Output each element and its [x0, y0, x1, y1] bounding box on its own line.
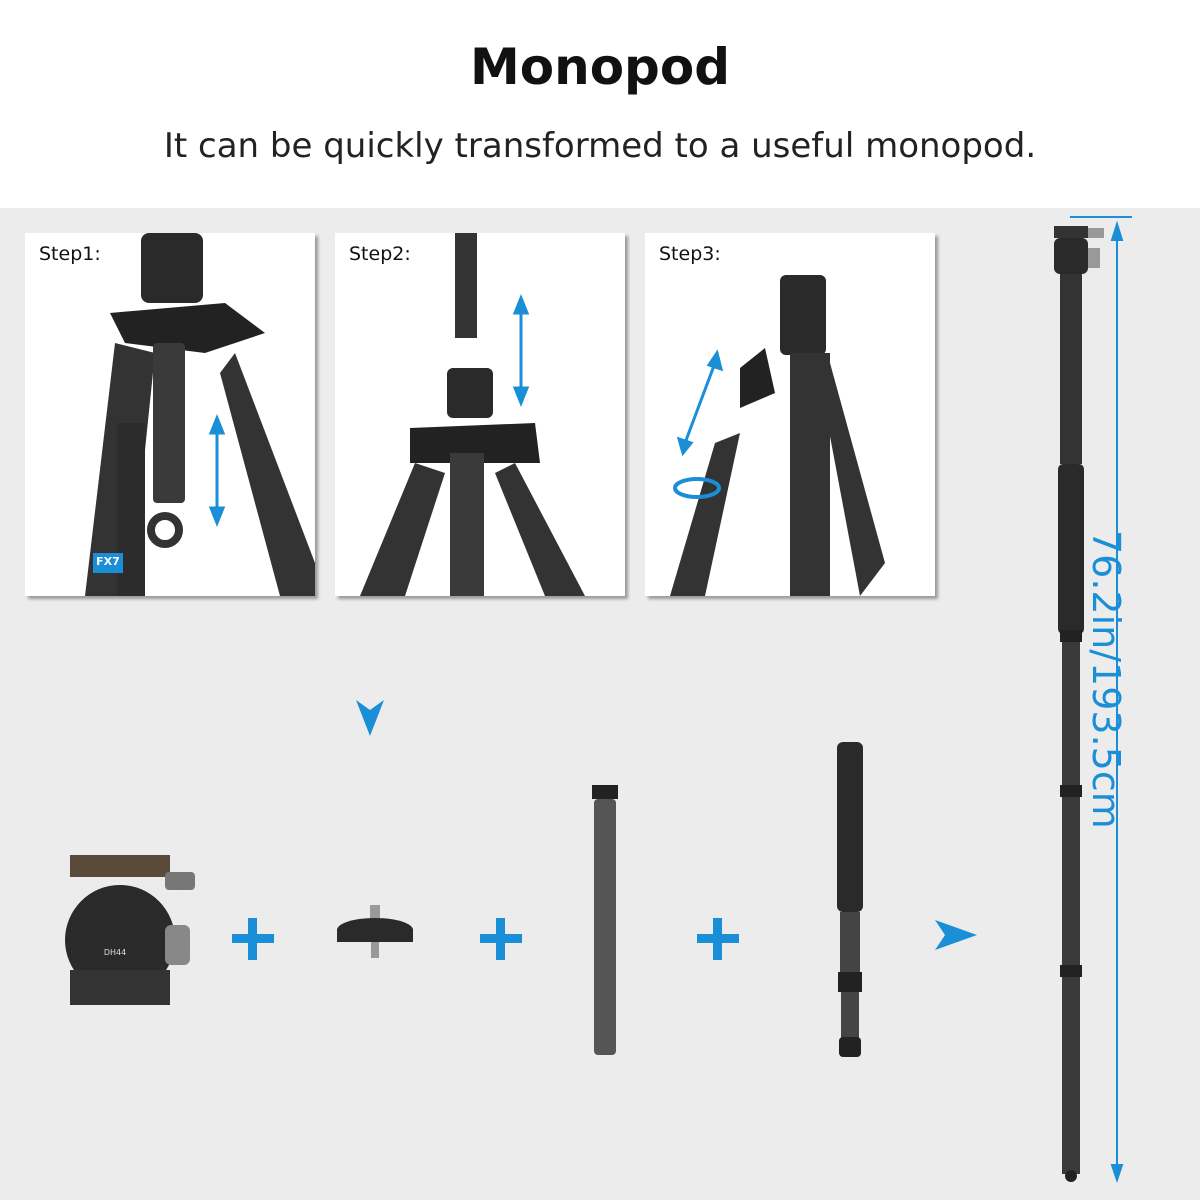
step2-panel: Step2:: [335, 233, 625, 596]
dimension-line: [1070, 216, 1132, 1184]
plus-icon: [232, 918, 274, 960]
step1-panel: Step1: FX7: [25, 233, 315, 596]
page-title: Monopod: [470, 38, 730, 96]
tripod-step3-image: [670, 275, 885, 596]
height-dimension-label: 76.2in/193.5cm: [1084, 530, 1128, 829]
ball-head-image: [65, 855, 195, 1005]
mounting-plate-image: [337, 905, 413, 958]
arrow-down-icon: [356, 700, 384, 736]
tripod-step2-image: [360, 233, 585, 596]
double-arrow-icon: [208, 413, 226, 528]
step2-label: Step2:: [349, 243, 411, 265]
tripod-leg-image: [837, 742, 863, 1057]
page-subtitle: It can be quickly transformed to a usefu…: [163, 126, 1037, 166]
assembled-monopod-image: [1054, 216, 1132, 1184]
double-arrow-icon: [676, 349, 724, 457]
center-column-image: [592, 785, 618, 1055]
plus-icon: [480, 918, 522, 960]
model-label: FX7: [96, 555, 120, 568]
head-model-label: DH44: [103, 948, 127, 957]
plus-icon: [697, 918, 739, 960]
step1-label: Step1:: [39, 243, 101, 265]
double-arrow-icon: [512, 293, 530, 408]
step3-label: Step3:: [659, 243, 721, 265]
tripod-step1-image: [85, 233, 315, 596]
rotate-icon: [673, 477, 721, 499]
arrow-right-icon: [935, 920, 977, 950]
step3-panel: Step3:: [645, 233, 935, 596]
